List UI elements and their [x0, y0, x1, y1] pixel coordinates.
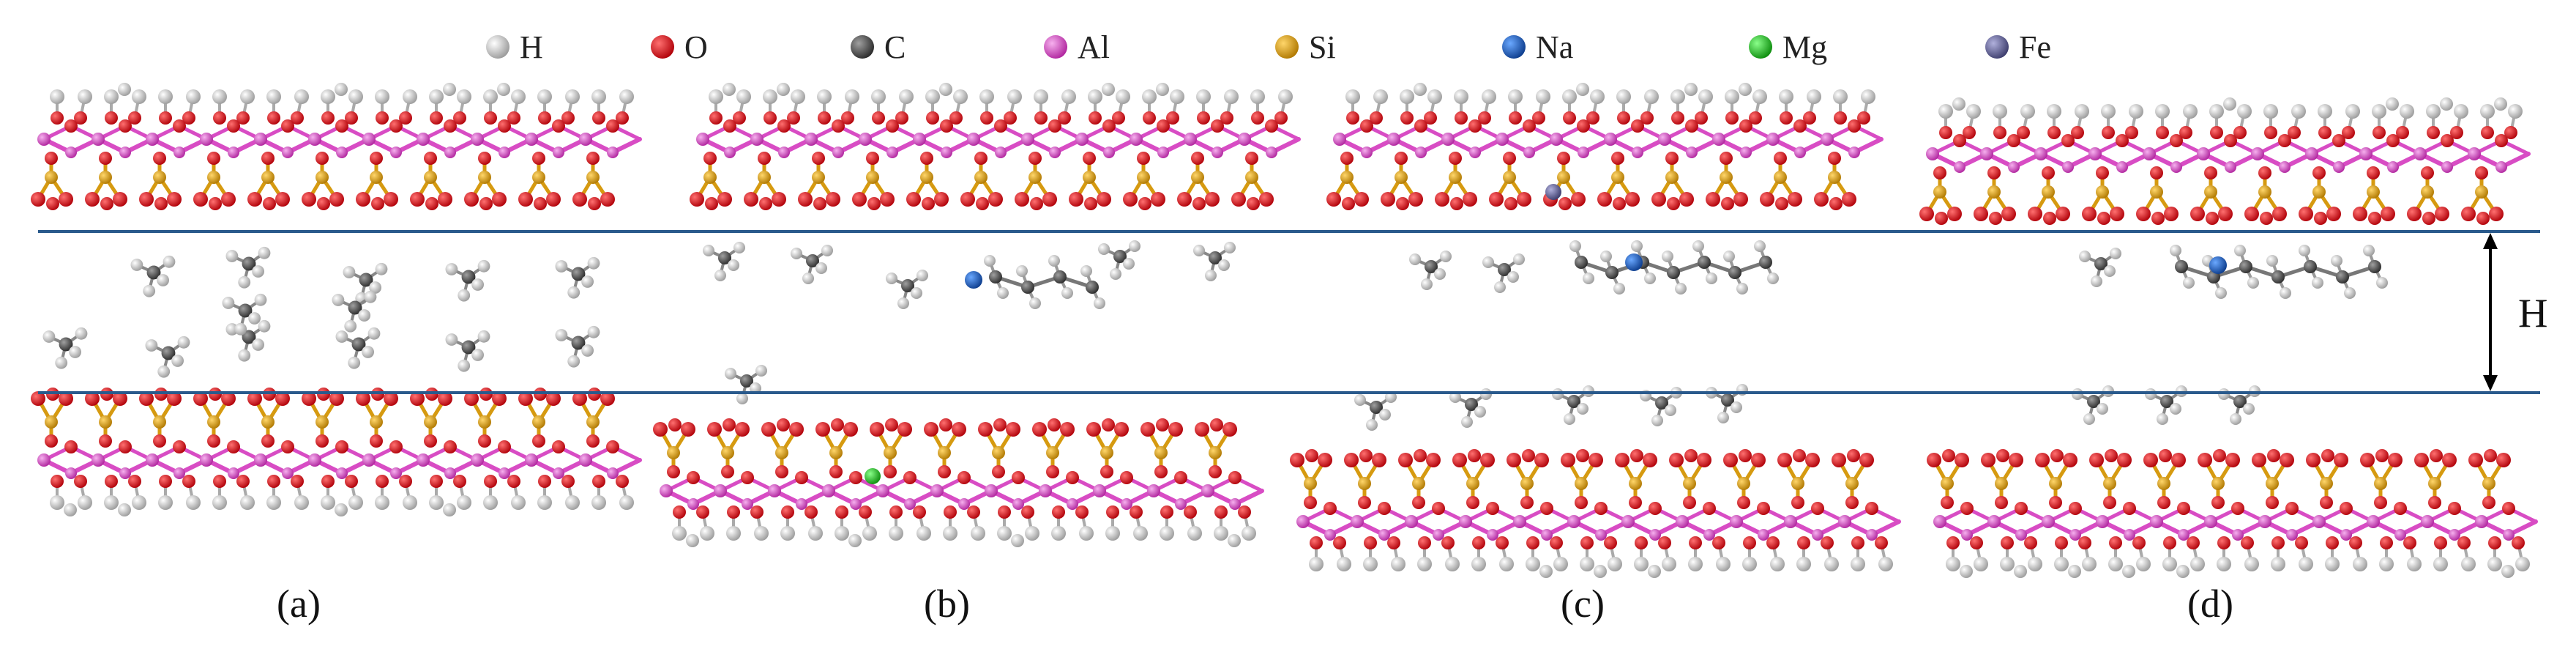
legend-item-o: O: [651, 29, 708, 65]
panel-label-a: (a): [277, 582, 321, 626]
legend: H O C Al Si Na Mg Fe: [486, 29, 2051, 65]
panel-label-c: (c): [1561, 582, 1605, 626]
legend-label-mg: Mg: [1782, 29, 1827, 65]
legend-item-al: Al: [1044, 29, 1110, 65]
legend-swatch-na: [1502, 35, 1526, 59]
legend-swatch-si: [1275, 35, 1299, 59]
legend-item-c: C: [851, 29, 906, 65]
legend-item-fe: Fe: [1985, 29, 2051, 65]
legend-label-si: Si: [1309, 29, 1336, 65]
legend-item-na: Na: [1502, 29, 1573, 65]
legend-item-si: Si: [1275, 29, 1336, 65]
legend-label-h: H: [520, 29, 543, 65]
legend-swatch-c: [851, 35, 874, 59]
panel-labels: (a) (b) (c) (d): [277, 582, 2233, 626]
legend-label-na: Na: [1536, 29, 1573, 65]
panel-label-b: (b): [924, 582, 970, 626]
panel-label-d: (d): [2187, 582, 2233, 626]
legend-swatch-fe: [1985, 35, 2009, 59]
legend-swatch-mg: [1749, 35, 1772, 59]
legend-label-o: O: [684, 29, 708, 65]
gap-arrow: [2483, 233, 2498, 391]
legend-item-h: H: [486, 29, 543, 65]
legend-item-mg: Mg: [1749, 29, 1827, 65]
molecular-structures: [31, 83, 2538, 578]
legend-label-c: C: [884, 29, 906, 65]
legend-swatch-h: [486, 35, 509, 59]
legend-label-al: Al: [1078, 29, 1110, 65]
legend-swatch-o: [651, 35, 674, 59]
legend-label-fe: Fe: [2019, 29, 2051, 65]
gap-label: H: [2518, 291, 2547, 336]
legend-swatch-al: [1044, 35, 1067, 59]
